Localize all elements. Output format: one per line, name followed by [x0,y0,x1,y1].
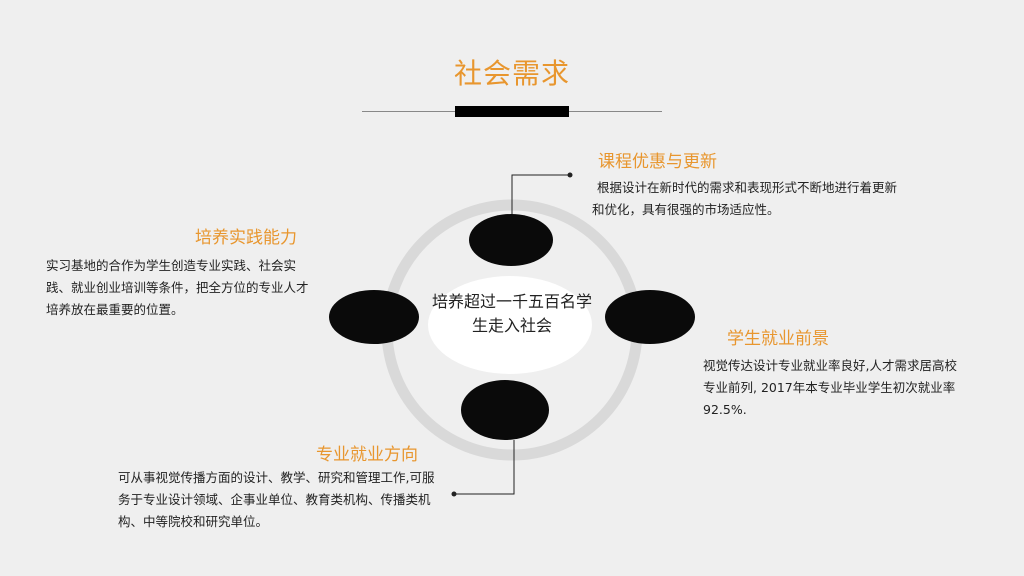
heading-bottom: 专业就业方向 [316,445,418,465]
node-right [605,290,695,344]
heading-right: 学生就业前景 [727,329,829,349]
desc-left: 实习基地的合作为学生创造专业实践、社会实践、就业创业培训等条件，把全方位的专业人… [46,258,309,317]
connector-top [511,174,570,230]
node-top [469,214,553,266]
page-title: 社会需求 [453,57,570,90]
node-bottom [461,380,549,440]
desc-right: 视觉传达设计专业就业率良好,人才需求居高校专业前列, 2017年本专业毕业学生初… [703,358,957,417]
heading-left: 培养实践能力 [195,228,297,248]
desc-top: 根据设计在新时代的需求和表现形式不断地进行着更新和优化，具有很强的市场适应性。 [592,180,898,217]
title-accent-bar [455,106,569,117]
heading-top: 课程优惠与更新 [598,152,717,172]
node-left [329,290,419,344]
center-ellipse [428,276,592,374]
connector-dot-bottom [451,491,457,497]
connector-dot-top [567,172,573,178]
center-text: 培养超过一千五百名学生走入社会 [431,292,592,335]
connector-bottom [454,440,515,495]
desc-bottom: 可从事视觉传播方面的设计、教学、研究和管理工作,可服务于专业设计领域、企事业单位… [118,470,435,529]
